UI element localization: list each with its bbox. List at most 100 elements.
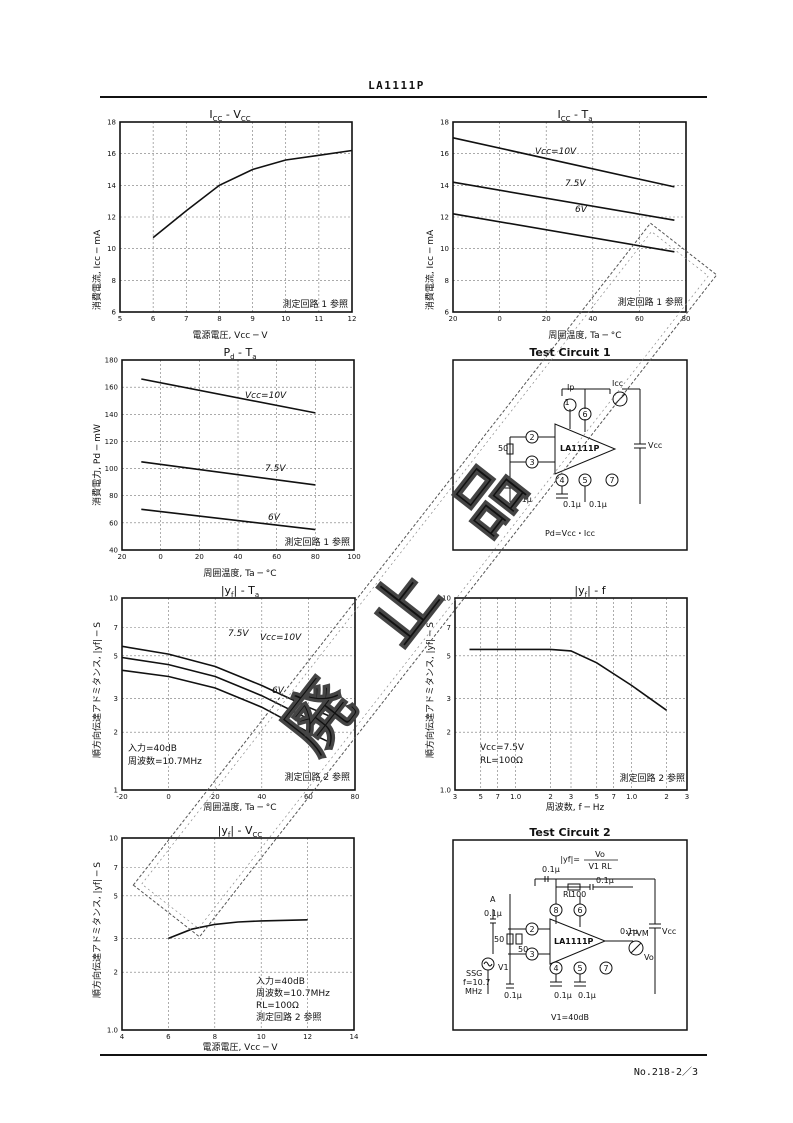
- measurement-note: 測定回路 2 参照: [620, 772, 685, 784]
- series-label: Vcc=10V: [535, 147, 577, 157]
- y-tick-label: 5: [114, 892, 118, 900]
- svg-text:ICC - Ta: ICC - Ta: [557, 108, 592, 123]
- resistor-label: 50: [494, 935, 504, 944]
- pin-label: 3: [529, 950, 534, 959]
- pin-label: 6: [582, 410, 587, 419]
- y-tick-label: 12: [440, 214, 449, 222]
- chart-title-sub: CC: [241, 115, 251, 123]
- signal-generator-label: SSG: [466, 969, 482, 978]
- x-tick-label: 60: [272, 553, 281, 561]
- y-tick-label: 18: [107, 119, 116, 127]
- resistor-label: 50: [498, 444, 508, 453]
- x-tick-label: 40: [257, 793, 266, 801]
- measurement-note: 測定回路 1 参照: [285, 536, 350, 548]
- pin-label: 6: [577, 906, 582, 915]
- y-tick-label: 1: [114, 787, 118, 795]
- y-tick-label: 7: [114, 864, 118, 872]
- pin-label: 2: [529, 433, 534, 442]
- series-label: Vcc=10V: [260, 633, 302, 643]
- input-level-note: V1=40dB: [551, 1013, 589, 1022]
- power-formula: Pd=Vcc・Icc: [545, 529, 595, 538]
- x-axis-label: 周波数, f ─ Hz: [546, 801, 605, 813]
- x-axis-label: 周囲温度, Ta ─ °C: [548, 329, 621, 341]
- y-tick-label: 120: [105, 438, 118, 446]
- ic-label: LA1111P: [560, 444, 600, 453]
- series-label: Vcc=10V: [245, 391, 287, 401]
- y-tick-label: 12: [107, 214, 116, 222]
- y-tick-label: 60: [109, 519, 118, 527]
- chart-title-main: I: [557, 108, 560, 121]
- series-line: [452, 137, 675, 188]
- pin-label: 5: [577, 964, 582, 973]
- y-tick-label: 7: [447, 624, 451, 632]
- signal-generator-label: f=10.7: [463, 978, 490, 987]
- y-tick-label: 180: [105, 357, 118, 365]
- svg-text:ICC - VCC: ICC - VCC: [209, 108, 250, 123]
- plot-frame: [121, 837, 355, 1031]
- input-condition: 入力=40dB: [128, 742, 177, 754]
- y-tick-label: 80: [109, 492, 118, 500]
- series-line: [152, 149, 353, 239]
- chart-title-sub: CC: [213, 115, 223, 123]
- x-tick-label: 0: [497, 315, 501, 323]
- x-tick-label: 10: [257, 1033, 266, 1041]
- document-header-title: LA1111P: [368, 79, 425, 92]
- y-tick-label: 2: [447, 729, 451, 737]
- series-line: [452, 213, 675, 253]
- signal-generator-label: MHz: [465, 987, 482, 996]
- capacitor-label: 0.1µ: [542, 865, 560, 874]
- x-tick-label: 20: [211, 793, 220, 801]
- y-axis-label: 順方向伝達アドミタンス, |yf| ─ S: [91, 622, 103, 758]
- x-tick-label: 8: [217, 315, 221, 323]
- x-tick-label: 80: [351, 793, 360, 801]
- pin-label: 5: [582, 476, 587, 485]
- pin-label: 8: [553, 906, 558, 915]
- header-rule: [100, 96, 707, 98]
- x-tick-label: 6: [166, 1033, 171, 1041]
- measurement-note: 測定回路 2 参照: [285, 771, 350, 783]
- x-tick-label: 1.0: [626, 793, 637, 801]
- x-tick-label: 60: [635, 315, 644, 323]
- capacitor-label: 0.1µ: [554, 991, 572, 1000]
- x-tick-label: 3: [685, 793, 689, 801]
- x-tick-label: 40: [234, 553, 243, 561]
- chart-icc-ta: ICC - Ta 周囲温度, Ta ─ °C 消費電流, Icc ─ mA 測定…: [424, 108, 690, 341]
- chart-title-main: I: [209, 108, 212, 121]
- capacitor-label: 0.1µ: [563, 500, 581, 509]
- chart-title-mid: - T: [235, 346, 253, 359]
- pin-label: 7: [603, 964, 608, 973]
- resistor-label: 100: [571, 890, 586, 899]
- yf-formula-lhs: |yf|=: [560, 855, 580, 864]
- x-axis-label: 電源電圧, Vcc ─ V: [202, 1042, 278, 1053]
- pin-label: 3: [529, 458, 534, 467]
- capacitor-label: 0.1µ: [578, 991, 596, 1000]
- meter-label: VTVM: [626, 929, 649, 938]
- test-circuit-1: Test Circuit 1 1 6 2 3 4 5: [452, 346, 688, 551]
- x-tick-label: 0: [158, 553, 162, 561]
- y-axis-label: 順方向伝達アドミタンス, |yf| ─ S: [424, 622, 436, 758]
- y-tick-label: 14: [107, 182, 116, 190]
- y-tick-label: 6: [445, 309, 450, 317]
- x-tick-label: 8: [213, 1033, 217, 1041]
- output-voltage-label: Vo: [644, 953, 654, 962]
- pin-label: 4: [553, 964, 558, 973]
- ic-label: LA1111P: [554, 937, 594, 946]
- y-tick-label: 2: [114, 969, 118, 977]
- chart-pd-ta: Pd - Ta 周囲温度, Ta ─ °C 消費電力, Pd ─ mW 測定回路…: [91, 346, 361, 579]
- y-axis-label: 消費電流, Icc ─ mA: [424, 229, 436, 310]
- yf-formula-numerator: Vo: [595, 850, 605, 859]
- input-condition: 周波数=10.7MHz: [256, 987, 330, 999]
- node-label: A: [490, 895, 496, 904]
- series-line: [141, 461, 316, 486]
- x-tick-label: 2: [664, 793, 668, 801]
- x-tick-label: 20: [542, 315, 551, 323]
- input-condition: Vcc=7.5V: [480, 743, 525, 753]
- y-tick-label: 8: [112, 277, 116, 285]
- x-tick-label: 5: [595, 793, 599, 801]
- chart-title-mid: - V: [222, 108, 241, 121]
- chart-title-mid: | - T: [234, 584, 256, 597]
- chart-yf-f: |yf| - f 周波数, f ─ Hz 順方向伝達アドミタンス, |yf| ─…: [424, 584, 689, 813]
- y-tick-label: 5: [114, 652, 118, 660]
- x-tick-label: 4: [120, 1033, 125, 1041]
- footer-rule: [100, 1054, 707, 1056]
